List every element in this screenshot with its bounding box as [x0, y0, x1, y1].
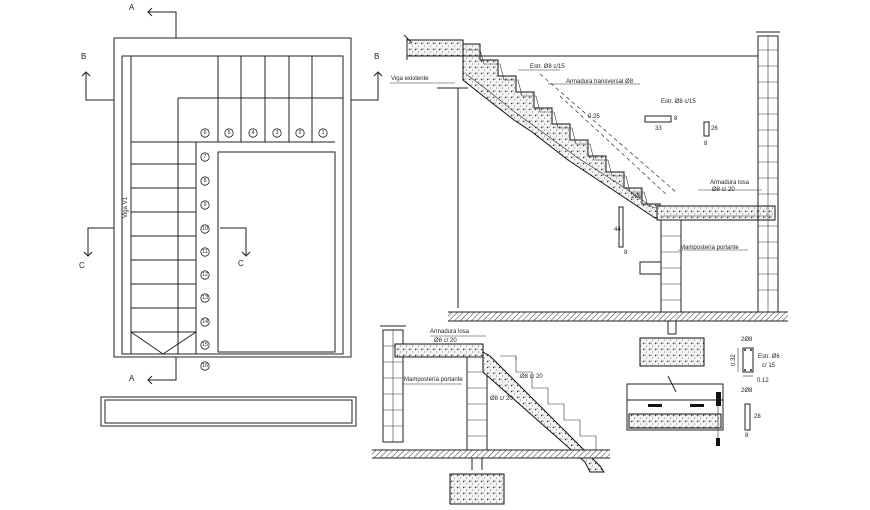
lower-stair-flight — [482, 351, 605, 473]
label-detail-spacing: c/ 15 — [762, 363, 776, 369]
label-detail-estr: Estr. Ø6 — [758, 354, 780, 360]
label-estr-right: Estr. Ø8 c/15 — [661, 99, 696, 105]
section-mark-c-left: C — [79, 227, 114, 270]
step-number: 12 — [202, 272, 208, 278]
lower-left-brick-wall — [382, 329, 404, 443]
stair-flight-concrete — [462, 43, 675, 219]
main-stair-section: Viga existente Estr. Ø8 c/15 Armadura tr… — [390, 31, 788, 367]
label-lower-spec-b: Ø8 c/ 20 — [490, 396, 513, 402]
step-number: 11 — [202, 249, 208, 255]
section-letter-a: A — [129, 374, 135, 383]
label-dim-26: 26 — [711, 126, 718, 132]
label-mamposteria: Mampostería portante — [680, 245, 739, 251]
step-number: 4 — [251, 130, 254, 136]
plan-inner-wall — [121, 55, 344, 355]
label-estr-top: Estr. Ø8 c/15 — [530, 64, 565, 70]
ground-hatch — [448, 312, 788, 321]
section-mark-a-top: A — [129, 3, 177, 38]
label-detail-012: 0.12 — [757, 378, 769, 384]
label-viga-existente: Viga existente — [391, 76, 429, 82]
details-section: 2Ø8 Estr. Ø6 c/ 15 0.32 0.12 2Ø8 28 8 — [626, 337, 780, 446]
rebar-detail-33 — [644, 115, 672, 123]
masonry-column — [639, 219, 682, 321]
step-number: 9 — [203, 202, 206, 208]
lower-landing-slab — [394, 343, 484, 358]
landing-slab — [656, 205, 776, 221]
plan-top-flight — [177, 56, 343, 354]
step-number: 5 — [227, 130, 230, 136]
label-dim-8c: 8 — [704, 141, 708, 147]
label-2d8: 2Ø8 — [631, 194, 643, 200]
label-dim-8b: 8 — [674, 116, 678, 122]
label-lower-spec-a: Ø8 c/ 20 — [520, 374, 543, 380]
label-lower-mamposteria: Mampostería portante — [404, 377, 463, 383]
plan-step-markers-top: 6 5 4 3 2 1 — [200, 128, 328, 138]
label-lower-armadura-losa: Armadura losa — [430, 329, 470, 335]
label-armadura-transversal: Armadura transversal Ø8 — [566, 79, 634, 85]
lower-stair-section: Armadura losa Ø8 c/ 20 Mampostería porta… — [372, 325, 610, 505]
plan-step-markers-side: 7 8 9 10 11 12 13 14 15 16 — [200, 152, 210, 371]
step-number: 7 — [203, 154, 206, 160]
label-armadura-losa-spec: Ø8 c/ 20 — [712, 187, 735, 193]
section-letter-b: B — [81, 52, 86, 61]
wall-label: Viga V1 — [123, 196, 129, 218]
top-slab — [406, 39, 464, 57]
section-mark-a-bottom: A — [129, 357, 177, 385]
plan-side-flight — [130, 141, 197, 355]
label-dim-33: 33 — [655, 126, 662, 132]
step-number: 14 — [202, 319, 208, 325]
foundation-footing — [639, 337, 705, 367]
label-detail-2d8-bot: 2Ø8 — [741, 388, 753, 394]
title-block-inner — [104, 399, 353, 424]
label-dim-025: 0.25 — [588, 114, 600, 120]
plan-landing — [217, 151, 336, 353]
step-number: 16 — [202, 363, 208, 369]
lower-foundation-footing — [449, 473, 505, 505]
section-letter-c: C — [79, 261, 85, 270]
label-detail-032: 0.32 — [731, 354, 737, 366]
section-letter-b: B — [374, 52, 379, 61]
label-dim-8: 8 — [624, 250, 628, 256]
section-letter-c: C — [238, 259, 244, 268]
step-number: 1 — [321, 130, 324, 136]
step-number: 2 — [298, 130, 301, 136]
label-detail-28: 28 — [754, 414, 761, 420]
section-letter-a: A — [129, 3, 135, 12]
plan-outer-wall — [113, 37, 352, 358]
label-lower-armadura-spec: Ø8 c/ 20 — [434, 338, 457, 344]
section-mark-c-right: C — [220, 227, 251, 268]
beam-detail — [626, 375, 724, 446]
step-number: 6 — [203, 130, 206, 136]
rebar-detail-44 — [618, 206, 624, 248]
lower-ground-hatch — [372, 450, 610, 458]
step-number: 10 — [202, 226, 208, 232]
rebar-detail-28 — [744, 403, 751, 431]
label-dim-44: 44 — [614, 227, 621, 233]
label-detail-2d8-top: 2Ø8 — [741, 337, 753, 343]
plan-view: 6 5 4 3 2 1 7 8 9 10 11 12 1 — [79, 3, 383, 427]
step-number: 15 — [202, 342, 208, 348]
label-armadura-losa: Armadura losa — [710, 180, 750, 186]
rebar-detail-26 — [703, 121, 710, 137]
step-number: 13 — [202, 295, 208, 301]
right-brick-wall — [757, 35, 779, 313]
section-mark-b-right: B — [351, 52, 383, 101]
section-mark-b-left: B — [81, 52, 114, 101]
stirrup-detail — [742, 347, 754, 373]
title-block-frame — [100, 396, 357, 427]
label-detail-8: 8 — [745, 433, 749, 439]
step-number: 8 — [203, 178, 206, 184]
step-number: 3 — [275, 130, 278, 136]
